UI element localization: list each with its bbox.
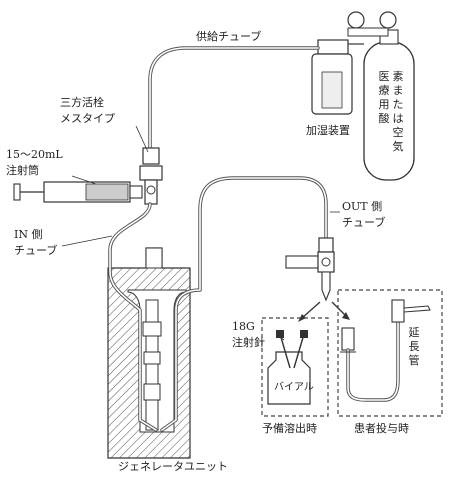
label-syringe-line2: 注射筒 (6, 163, 39, 177)
cylinder-text-col1: 医療用酸 (379, 70, 390, 125)
extension-tube (340, 299, 431, 402)
label-needle-line2: 注射針 (232, 335, 265, 349)
vial (267, 330, 311, 405)
label-supply-tube: 供給チューブ (196, 29, 261, 43)
humidifier (311, 39, 364, 115)
in-tube-leader (61, 235, 113, 247)
three-way-stopcock[interactable] (139, 147, 163, 205)
label-cylinder: 医療用酸 素または空気 (379, 70, 404, 153)
label-patient-admin: 患者投与時 (354, 421, 409, 435)
label-syringe-line1: 15～20mL (6, 148, 63, 161)
label-in-tube-line2: チューブ (14, 243, 57, 257)
gas-cylinder (347, 11, 415, 181)
label-vial-elution: 予備溶出時 (262, 421, 317, 435)
needle-leader (275, 333, 285, 341)
label-out-tube-line2: チューブ (342, 215, 385, 229)
syringe[interactable] (13, 181, 143, 203)
arrow-to-vial (301, 301, 321, 319)
out-stopcock[interactable] (285, 237, 335, 302)
stopcock-leader (135, 125, 149, 153)
label-vial: バイアル (274, 381, 314, 393)
syringe-leader (71, 175, 97, 185)
label-generator: ジェネレータユニット (118, 460, 228, 473)
vial-elution-box (261, 317, 329, 417)
label-needle-line1: 18G (232, 320, 255, 333)
supply-tube (148, 46, 320, 150)
cylinder-text-col2: 素または空気 (393, 70, 404, 153)
label-humidifier: 加湿装置 (306, 124, 350, 137)
label-in-tube-line1: IN 側 (14, 228, 42, 241)
extension-tube-text: 延長管 (409, 326, 420, 367)
label-extension-tube: 延長管 (409, 326, 420, 367)
patient-admin-box (337, 289, 443, 417)
label-stopcock-line2: メスタイプ (60, 112, 115, 125)
label-out-tube-line1: OUT 側 (342, 200, 382, 213)
label-stopcock-line1: 三方活栓 (60, 95, 104, 109)
arrow-to-patient (331, 301, 347, 317)
